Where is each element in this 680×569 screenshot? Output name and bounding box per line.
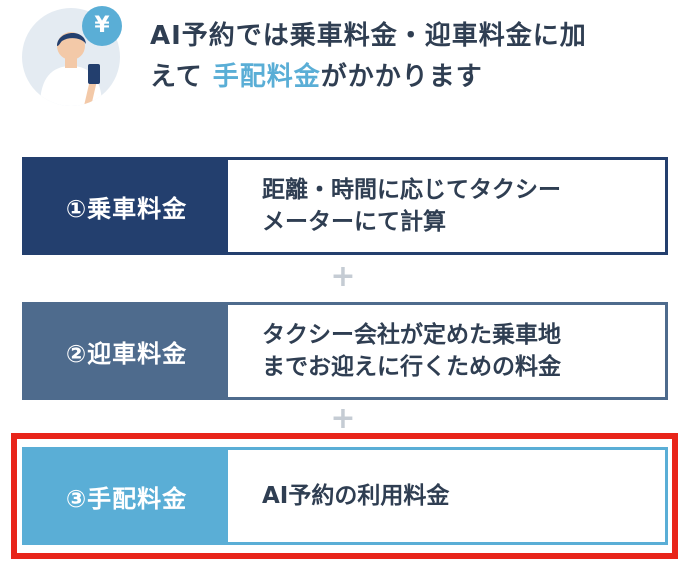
fee-description: 距離・時間に応じてタクシー メーターにて計算 [262, 177, 561, 235]
headline-line-1: AI予約では乗車料金・迎車料金に加 [150, 21, 587, 51]
yen-icon: ¥ [82, 6, 122, 46]
plus-icon: + [330, 259, 356, 294]
fee-row-boarding: ①乗車料金 距離・時間に応じてタクシー メーターにて計算 [22, 157, 668, 255]
fee-row-arrangement: ③手配料金 AI予約の利用料金 [22, 447, 668, 545]
headline-accent: 手配料金 [212, 62, 321, 92]
fee-row-pickup: ②迎車料金 タクシー会社が定めた乗車地 までお迎えに行くための料金 [22, 302, 668, 400]
headline-line-2: えて 手配料金がかかります [150, 57, 670, 98]
fee-label: ①乗車料金 [25, 160, 228, 252]
fee-label: ②迎車料金 [25, 305, 228, 397]
fee-description: AI予約の利用料金 [262, 483, 450, 509]
fee-description: タクシー会社が定めた乗車地 までお迎えに行くための料金 [262, 322, 561, 380]
plus-icon: + [330, 401, 356, 436]
highlight-frame [11, 433, 678, 559]
headline-prefix: えて [150, 62, 203, 92]
fee-label: ③手配料金 [25, 450, 228, 542]
headline-suffix: がかかります [320, 62, 483, 92]
page-headline: AI予約では乗車料金・迎車料金に加 えて 手配料金がかかります [150, 16, 670, 98]
